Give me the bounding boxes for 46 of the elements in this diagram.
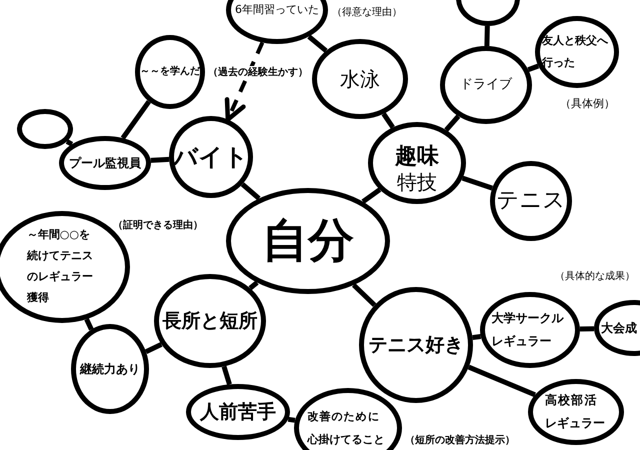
- connector-line: [84, 318, 94, 331]
- connector-line: [472, 334, 482, 340]
- bubble-text: プール監視員: [69, 156, 141, 170]
- bubble-text: 友人と秩父へ行った: [542, 33, 609, 71]
- bubble-text: 趣味: [395, 144, 439, 170]
- bubble-text: 水泳: [340, 67, 380, 91]
- bubble-text: バイト: [174, 142, 248, 172]
- bubble-text: 大学サークルレギュラー: [492, 310, 565, 350]
- bubble-text: 継続力あり: [80, 362, 140, 376]
- annotation-text: （証明できる理由）: [113, 219, 203, 232]
- annotation-text: （短所の改善方法提示）: [405, 434, 515, 447]
- connector-line: [362, 188, 382, 204]
- connector-line: [144, 342, 162, 354]
- bubble-text: ～～を学んだ: [140, 66, 200, 78]
- connector-line: [468, 364, 536, 398]
- annotation-text: （得意な理由）: [332, 6, 402, 19]
- connector-line: [580, 326, 594, 332]
- connector-line: [527, 64, 540, 72]
- connector-line: [462, 176, 493, 190]
- bubble-text: 特技: [397, 170, 437, 194]
- bubble-text: 自分: [262, 213, 354, 269]
- bubble-text: 大会成: [601, 320, 637, 336]
- bubble-text: テニス: [496, 188, 566, 214]
- connector-line: [248, 280, 259, 290]
- connector-line: [288, 416, 296, 423]
- annotation-text: （具体的な成果）: [555, 270, 635, 283]
- connector-line: [150, 156, 170, 163]
- connector-line: [240, 182, 261, 200]
- topic-bubble: [294, 388, 402, 450]
- connector-line: [352, 283, 376, 307]
- connector-line: [222, 366, 232, 386]
- connector-line: [484, 26, 490, 46]
- bubble-text: 高校部活レギュラー: [544, 392, 606, 432]
- empty-bubble: [17, 109, 73, 149]
- bubble-text: 改善のために心掛けてること: [307, 408, 386, 448]
- bubble-text: テニス好き: [368, 334, 464, 356]
- bubble-text: 長所と短所: [162, 310, 258, 332]
- connector-line: [444, 114, 460, 132]
- bubble-text: 人前苦手: [200, 400, 276, 424]
- bubble-text: ～年間○○を続けてテニスのレギュラー獲得: [26, 227, 94, 306]
- dashed-arrow: [224, 42, 264, 122]
- connector-line: [382, 112, 395, 129]
- annotation-text: （具体例）: [560, 97, 615, 112]
- connector-line: [307, 34, 328, 53]
- bubble-text: ドライブ: [460, 77, 512, 93]
- bubble-text: 6年間習っていた: [235, 3, 319, 17]
